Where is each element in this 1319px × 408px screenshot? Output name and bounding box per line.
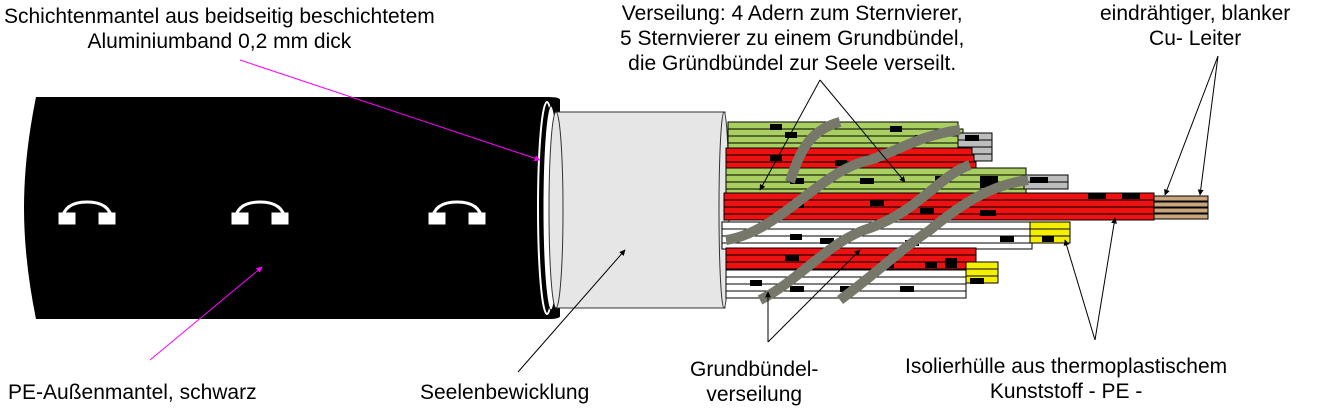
phone-handset-icon	[231, 200, 289, 225]
phone-handset-icon	[58, 200, 116, 225]
label-stranding: Verseilung: 4 Adern zum Sternvierer, 5 S…	[620, 2, 965, 75]
binder-tapes	[725, 117, 1029, 305]
label-insulation: Isolierhülle aus thermoplastischem Kunst…	[905, 355, 1228, 403]
label-conductor: eindrähtiger, blanker Cu- Leiter	[1100, 2, 1291, 50]
pointer-lines	[149, 55, 1219, 373]
label-outer-jacket: PE-Außenmantel, schwarz	[8, 381, 257, 404]
label-bundle-stranding: Grundbündel- verseilung	[690, 358, 819, 406]
label-core-wrap: Seelenbewicklung	[420, 381, 590, 404]
core-wrap	[548, 111, 730, 309]
phone-handset-icon	[428, 200, 486, 225]
wire-bundles	[721, 121, 1209, 299]
label-shield: Schichtenmantel aus beidseitig beschicht…	[4, 5, 435, 53]
